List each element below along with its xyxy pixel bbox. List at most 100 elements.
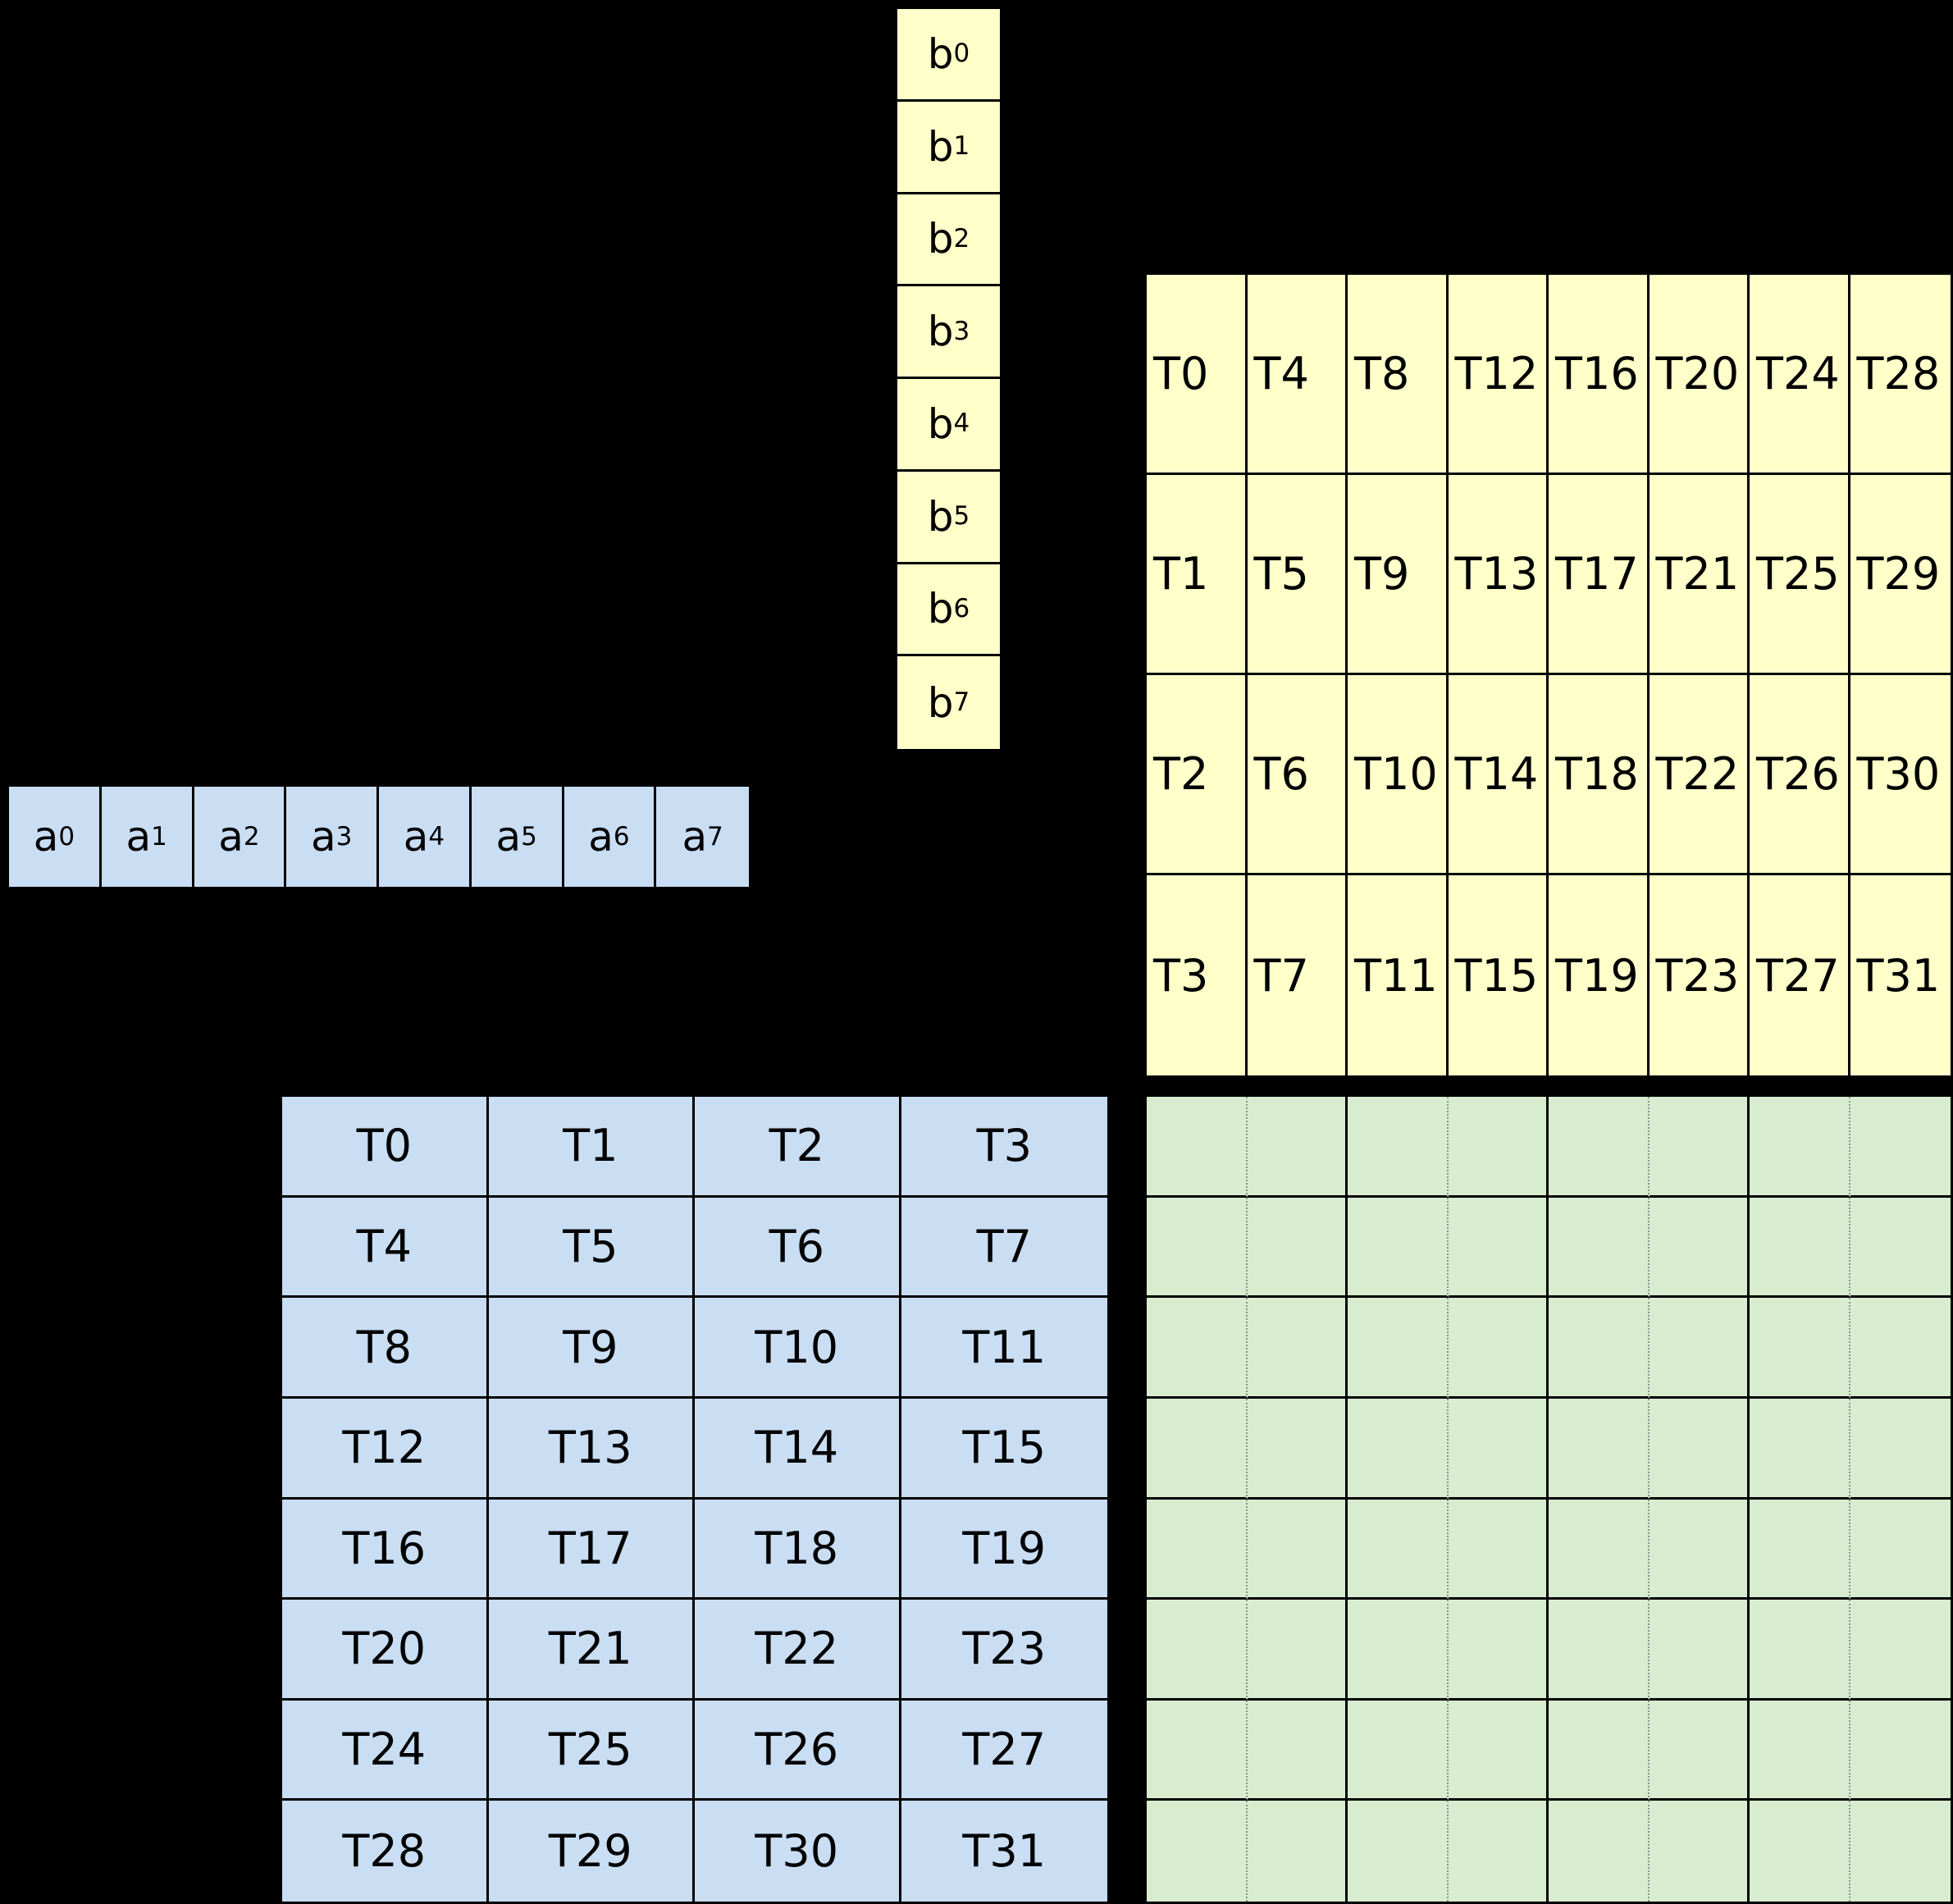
result-cell	[1147, 1700, 1248, 1801]
vector-cell-subscript: 7	[953, 687, 970, 718]
result-cell	[1649, 1398, 1750, 1500]
thread-cell: T25	[1750, 475, 1850, 675]
vector-cell-subscript: 3	[335, 821, 353, 852]
thread-cell: T0	[1147, 275, 1248, 475]
vector-cell-base: b	[927, 215, 954, 263]
vector-cell-subscript: 1	[151, 821, 167, 852]
thread-cell: T18	[695, 1499, 901, 1600]
vector-cell-base: a	[495, 813, 522, 861]
thread-cell: T1	[1147, 475, 1248, 675]
vector-cell-subscript: 4	[953, 409, 970, 439]
thread-cell: T8	[1348, 275, 1449, 475]
result-cell	[1549, 1097, 1650, 1198]
thread-cell: T5	[1247, 475, 1348, 675]
vector-cell-subscript: 2	[953, 223, 970, 253]
thread-cell: T31	[962, 1825, 1047, 1878]
thread-cell: T15	[901, 1399, 1107, 1500]
thread-cell: T9	[488, 1298, 695, 1399]
result-cell	[1348, 1499, 1449, 1600]
vector-cell-subscript: 5	[953, 501, 970, 532]
result-cell	[1549, 1499, 1650, 1600]
vector-cell-base: b	[927, 678, 954, 727]
result-cell	[1549, 1197, 1650, 1299]
result-cell	[1549, 1700, 1650, 1801]
thread-cell: T28	[282, 1801, 489, 1902]
vector-cell-base: a	[588, 813, 614, 861]
thread-cell: T5	[488, 1197, 695, 1299]
vector-cell-base: b	[927, 30, 954, 78]
result-cell	[1850, 1198, 1951, 1299]
result-cell	[1448, 1097, 1549, 1198]
result-cell	[1247, 1197, 1348, 1299]
thread-cell: T17	[1549, 475, 1650, 675]
result-cell	[1750, 1600, 1850, 1701]
thread-cell: T19	[1549, 875, 1650, 1075]
result-cell	[1850, 1600, 1951, 1701]
thread-cell: T29	[489, 1801, 695, 1902]
thread-cell: T22	[1649, 675, 1750, 875]
result-cell	[1348, 1801, 1449, 1902]
result-cell	[1649, 1097, 1750, 1198]
result-cell	[1649, 1197, 1750, 1299]
thread-cell: T2	[1147, 675, 1248, 875]
thread-cell: T16	[1549, 275, 1650, 475]
result-cell	[1247, 1700, 1348, 1801]
vector-cell-subscript: 0	[58, 821, 75, 852]
vector-cell-subscript: 7	[707, 821, 723, 852]
result-cell	[1750, 1197, 1850, 1299]
result-cell	[1247, 1499, 1348, 1600]
vector-cell-base: b	[927, 308, 954, 356]
thread-cell: T6	[1247, 675, 1348, 875]
thread-cell: T23	[1650, 875, 1750, 1075]
thread-cell: T27	[1750, 875, 1850, 1075]
thread-cell: T4	[282, 1197, 489, 1299]
vector-cell-base: a	[218, 813, 244, 861]
thread-cell: T26	[1750, 675, 1850, 875]
thread-cell: T13	[1448, 475, 1549, 675]
result-cell	[1147, 1499, 1248, 1600]
vector-cell-subscript: 1	[953, 131, 970, 162]
result-cell	[1448, 1700, 1549, 1801]
thread-cell: T20	[1649, 275, 1750, 475]
vector-cell-subscript: 6	[953, 593, 970, 623]
thread-cell: T1	[488, 1097, 695, 1198]
thread-cell: T3	[901, 1097, 1107, 1198]
result-cell	[1147, 1197, 1248, 1299]
thread-cell: T12	[282, 1398, 489, 1500]
result-cell	[1147, 1398, 1248, 1500]
thread-cell: T9	[1348, 475, 1449, 675]
result-cell	[1549, 1600, 1650, 1701]
result-cell	[1649, 1600, 1750, 1701]
result-cell	[1750, 1398, 1850, 1500]
result-cell	[1247, 1097, 1348, 1198]
result-cell	[1650, 1801, 1750, 1902]
thread-cell: T21	[488, 1600, 695, 1701]
thread-cell: T11	[901, 1298, 1107, 1399]
vector-cell-subscript: 5	[521, 821, 537, 852]
thread-cell: T25	[488, 1700, 695, 1801]
thread-cell: T19	[901, 1500, 1107, 1600]
thread-cell: T27	[901, 1701, 1107, 1801]
result-cell	[1247, 1398, 1348, 1500]
thread-cell: T14	[1448, 675, 1549, 875]
thread-cell: T10	[695, 1298, 901, 1399]
vector-cell-base: b	[927, 492, 954, 541]
result-cell	[1649, 1298, 1750, 1399]
vector-cell-subscript: 4	[428, 821, 445, 852]
thread-cell: T7	[1248, 875, 1348, 1075]
vector-cell-subscript: 6	[613, 821, 630, 852]
thread-cell: T13	[488, 1398, 695, 1500]
result-cell	[1448, 1600, 1549, 1701]
